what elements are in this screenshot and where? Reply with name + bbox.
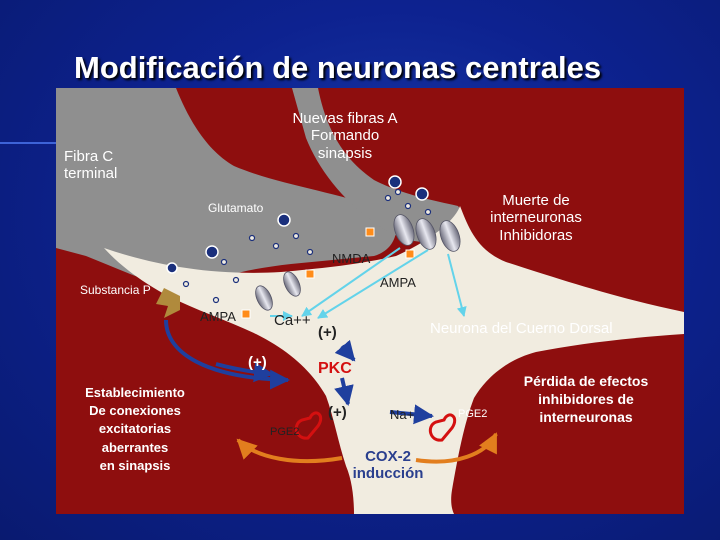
- label-pkc: PKC: [318, 360, 352, 377]
- diagram-panel: Nuevas fibras A Formando sinapsis Fibra …: [56, 88, 684, 514]
- label-plus-3: (+): [328, 404, 347, 421]
- title-underline: [0, 142, 56, 144]
- cox-enzyme-icons: [294, 411, 457, 442]
- dorsal-horn-neuron: [104, 206, 684, 514]
- label-nmda: NMDA: [332, 251, 371, 266]
- label-cox2: COX-2 inducción: [352, 448, 424, 483]
- label-pge2-left: PGE2: [270, 426, 300, 438]
- label-new-fibers: Nuevas fibras A Formando sinapsis: [292, 110, 398, 162]
- new-a-fiber: [292, 88, 462, 242]
- c-fiber-terminal: [56, 88, 397, 290]
- label-ampa-left: AMPA: [200, 309, 236, 324]
- diagram-artwork: [56, 88, 684, 514]
- pathway-arrows: [164, 319, 434, 425]
- glutamate-molecules: [182, 188, 432, 304]
- label-pge2-right: PGE2: [458, 408, 488, 420]
- cox-cycle-arrows: [236, 432, 498, 464]
- label-interneuron-death: Muerte de interneuronas Inhibidoras: [490, 192, 582, 244]
- label-plus-2: (+): [248, 354, 267, 371]
- substance-p-receptor-icon: [156, 288, 180, 318]
- label-calcium: Ca++: [274, 312, 311, 329]
- vesicle-cluster: [166, 175, 429, 274]
- label-dorsal-horn: Neurona del Cuerno Dorsal: [430, 320, 613, 337]
- label-plus-1: (+): [318, 324, 337, 341]
- label-ampa-right: AMPA: [380, 275, 416, 290]
- label-sodium: Na+: [390, 407, 415, 422]
- label-substance-p: Substancia P: [80, 283, 151, 297]
- label-aberrant-connections: Establecimiento De conexiones excitatori…: [85, 385, 185, 473]
- slide-title: Modificación de neuronas centrales: [74, 50, 602, 85]
- label-loss-inhibitory: Pérdida de efectos inhibidores de intern…: [523, 373, 649, 426]
- label-glutamate: Glutamato: [208, 201, 264, 215]
- calcium-influx-arrows: [270, 247, 467, 321]
- receptor-channels: [255, 214, 461, 311]
- label-c-fiber: Fibra C terminal: [64, 148, 118, 183]
- receptor-markers: [241, 227, 415, 319]
